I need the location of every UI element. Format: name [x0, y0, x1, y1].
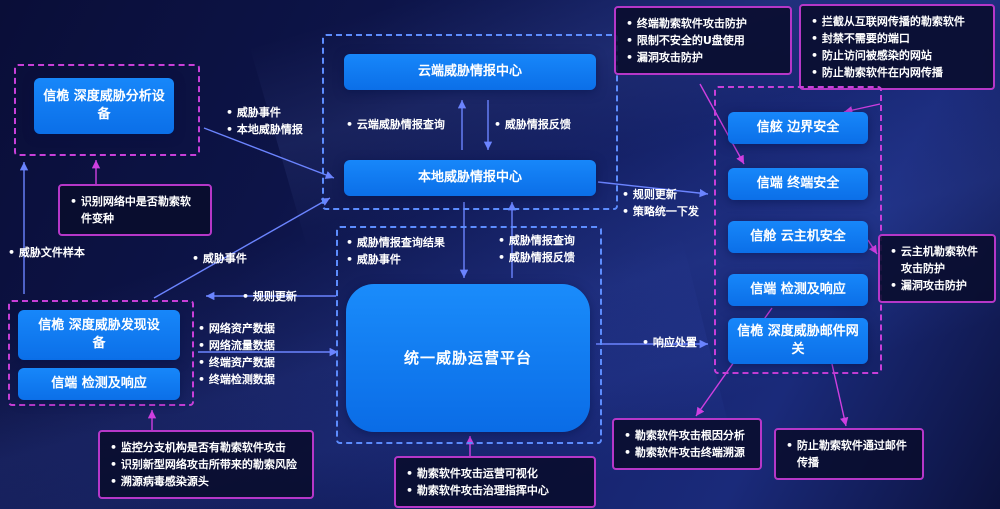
annotation-line: 勒索软件攻击治理指挥中心 [406, 482, 584, 499]
label-line: 本地威胁情报 [226, 121, 303, 138]
label-line: 威胁情报反馈 [498, 249, 575, 266]
node-analysis-device: 信桅 深度威胁分析设备 [34, 78, 174, 134]
annotation-branch-monitor: 监控分支机构是否有勒索软件攻击 识别新型网络攻击所带来的勒索风险 溯源病毒感染源… [98, 430, 314, 500]
annotation-border-protect: 拦截从互联网传播的勒索软件 封禁不需要的端口 防止访问被感染的网站 防止勒索软件… [799, 4, 995, 91]
label-line: 规则更新 [622, 186, 699, 203]
node-endpoint-security: 信端 终端安全 [728, 168, 868, 200]
annotation-line: 防止勒索软件在内网传播 [811, 64, 983, 81]
label-intel-query-feedback: 威胁情报查询 威胁情报反馈 [498, 232, 575, 266]
node-cloud-intel-center: 云端威胁情报中心 [344, 54, 596, 90]
annotation-platform-ops: 勒索软件攻击运营可视化 勒索软件攻击治理指挥中心 [394, 456, 596, 509]
annotation-line: 封禁不需要的端口 [811, 30, 983, 47]
annotation-line: 漏洞攻击防护 [890, 277, 984, 294]
annotation-line: 终端勒索软件攻击防护 [626, 15, 780, 32]
label-line: 终端资产数据 [198, 354, 275, 371]
annotation-cloud-protect: 云主机勒索软件攻击防护 漏洞攻击防护 [878, 234, 996, 304]
node-mail-gateway: 信桅 深度威胁邮件网关 [728, 318, 868, 364]
annotation-endpoint-protect: 终端勒索软件攻击防护 限制不安全的U盘使用 漏洞攻击防护 [614, 6, 792, 76]
annotation-line: 识别新型网络攻击所带来的勒索风险 [110, 456, 302, 473]
annotation-line: 监控分支机构是否有勒索软件攻击 [110, 439, 302, 456]
annotation-line: 勒索软件攻击根因分析 [624, 427, 750, 444]
annotation-line: 勒索软件攻击运营可视化 [406, 465, 584, 482]
label-telemetry-data: 网络资产数据 网络流量数据 终端资产数据 终端检测数据 [198, 320, 275, 388]
label-intel-feedback: 威胁情报反馈 [494, 116, 571, 133]
annotation-mail-protect: 防止勒索软件通过邮件传播 [774, 428, 924, 481]
node-discovery-device: 信桅 深度威胁发现设备 [18, 310, 180, 360]
annotation-variant-detect: 识别网络中是否勒索软件变种 [58, 184, 212, 237]
label-line: 终端检测数据 [198, 371, 275, 388]
label-threat-event: 威胁事件 [192, 250, 247, 267]
label-line: 威胁情报查询 [498, 232, 575, 249]
label-threat-event-intel: 威胁事件 本地威胁情报 [226, 104, 303, 138]
label-response-handle: 响应处置 [642, 334, 697, 351]
label-threat-file-sample: 威胁文件样本 [8, 244, 85, 261]
label-line: 威胁情报查询结果 [346, 234, 445, 251]
annotation-line: 云主机勒索软件攻击防护 [890, 243, 984, 277]
node-edr-branch: 信端 检测及响应 [18, 368, 180, 400]
node-local-intel-center: 本地威胁情报中心 [344, 160, 596, 196]
group-analysis-device [14, 64, 200, 156]
group-unified-platform [336, 226, 602, 444]
label-rule-update: 规则更新 [242, 288, 297, 305]
group-discovery-device [8, 300, 194, 406]
node-border-security: 信舷 边界安全 [728, 112, 868, 144]
annotation-line: 勒索软件攻击终端溯源 [624, 444, 750, 461]
label-line: 策略统一下发 [622, 203, 699, 220]
label-intel-result: 威胁情报查询结果 威胁事件 [346, 234, 445, 268]
label-line: 网络资产数据 [198, 320, 275, 337]
annotation-edr-trace: 勒索软件攻击根因分析 勒索软件攻击终端溯源 [612, 418, 762, 471]
node-unified-platform: 统一威胁运营平台 [346, 284, 590, 432]
label-rule-policy-push: 规则更新 策略统一下发 [622, 186, 699, 220]
annotation-line: 防止访问被感染的网站 [811, 47, 983, 64]
annotation-line: 拦截从互联网传播的勒索软件 [811, 13, 983, 30]
group-threat-intel [322, 34, 618, 210]
annotation-line: 防止勒索软件通过邮件传播 [786, 437, 912, 471]
label-line: 威胁事件 [346, 251, 445, 268]
label-line: 威胁事件 [226, 104, 303, 121]
annotation-line: 漏洞攻击防护 [626, 49, 780, 66]
annotation-line: 限制不安全的U盘使用 [626, 32, 780, 49]
label-line: 网络流量数据 [198, 337, 275, 354]
annotation-line: 溯源病毒感染源头 [110, 473, 302, 490]
node-edr-hq: 信端 检测及响应 [728, 274, 868, 306]
label-cloud-intel-query: 云端威胁情报查询 [346, 116, 445, 133]
node-cloud-host-security: 信舱 云主机安全 [728, 221, 868, 253]
annotation-line: 识别网络中是否勒索软件变种 [70, 193, 200, 227]
group-security-products [714, 86, 882, 374]
